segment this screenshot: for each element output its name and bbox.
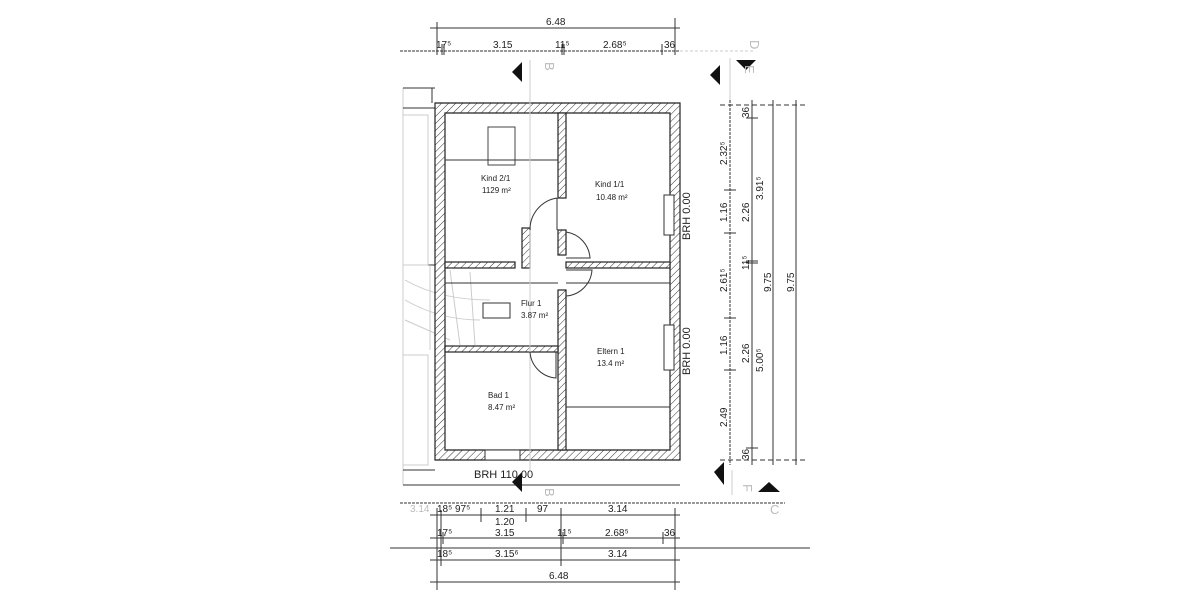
dim-bottom-overall: 6.48 — [549, 571, 569, 582]
brh-label-upper: BRH 0.00 — [681, 192, 693, 240]
dim-bottom-r2-1: 17⁵ — [437, 528, 452, 539]
room-name-flur: Flur 1 — [521, 299, 542, 308]
dim-right-c1-5: 2.49 — [719, 407, 730, 427]
section-label-e: E — [742, 65, 757, 74]
dim-right-c1-3: 2.61⁵ — [719, 268, 730, 292]
dim-right-c2-2: 3.91⁵ — [755, 176, 766, 200]
right-dimension-chain: 2.32⁵ 1.16 2.61⁵ 1.16 2.49 36 3.91⁵ 2.26… — [719, 100, 805, 465]
dim-right-c1-4: 1.16 — [719, 335, 730, 355]
dim-top-4: 2.68⁵ — [603, 40, 627, 51]
dim-bottom-r3-1: 18⁵ — [437, 549, 452, 560]
brh-label-lower: BRH 0.00 — [681, 327, 693, 375]
dim-top-2: 3.15 — [493, 40, 513, 51]
room-name-kind1: Kind 1/1 — [595, 180, 625, 189]
dim-right-c3: 9.75 — [763, 272, 774, 292]
dim-bottom-r2-3: 11⁵ — [557, 528, 572, 539]
room-name-eltern: Eltern 1 — [597, 347, 625, 356]
doors — [529, 197, 593, 379]
dim-right-c2-1: 36 — [741, 106, 752, 118]
dim-right-c4: 9.75 — [786, 272, 797, 292]
room-area-eltern: 13.4 m² — [597, 359, 624, 368]
room-area-kind1: 10.48 m² — [596, 193, 628, 202]
dim-bottom-r1-faint: 3.14 — [410, 504, 430, 515]
dim-bottom-r1-2: 97⁵ — [455, 504, 470, 515]
dim-bottom-r1-3: 1.21 — [495, 504, 515, 515]
dim-bottom-r3-2: 3.15⁶ — [495, 549, 519, 560]
axis-label-c: C — [770, 502, 779, 517]
section-label-b-top: B — [542, 62, 557, 71]
section-arrow-b-top — [512, 62, 522, 82]
dim-top-3: 11⁵ — [555, 40, 570, 51]
section-label-f: F — [740, 484, 755, 492]
dim-right-c1-1: 2.32⁵ — [719, 141, 730, 165]
dim-top-1: 17⁵ — [436, 40, 451, 51]
dim-top-overall: 6.48 — [546, 17, 566, 28]
dim-right-c2-3: 2.26 — [741, 202, 752, 222]
section-label-b-bottom: B — [542, 488, 557, 497]
dim-bottom-r3-3: 3.14 — [608, 549, 628, 560]
room-area-flur: 3.87 m² — [521, 311, 548, 320]
dim-top-5: 36 — [664, 40, 676, 51]
room-name-kind2: Kind 2/1 — [481, 174, 511, 183]
room-labels: Kind 2/1 1129 m² Kind 1/1 10.48 m² Flur … — [481, 174, 628, 412]
section-arrow-f-left — [714, 462, 724, 485]
dim-right-c1-2: 1.16 — [719, 202, 730, 222]
adjacent-stair-area — [402, 87, 680, 486]
dim-right-c2-4: 11⁵ — [741, 255, 752, 270]
section-arrow-b-bottom — [512, 472, 522, 492]
room-name-bad: Bad 1 — [488, 391, 509, 400]
dim-bottom-r2-sub: 1.20 — [495, 517, 515, 528]
dim-right-c2-6: 5.00⁵ — [755, 348, 766, 372]
bottom-dimension-chain: 3.14 18⁵ 97⁵ 1.21 97 3.14 1.20 17⁵ 3.15 … — [390, 502, 810, 590]
dim-right-c2-7: 36 — [741, 448, 752, 460]
dim-bottom-r1-1: 18⁵ — [437, 504, 452, 515]
brh-label-bottom: BRH 110.00 — [474, 469, 533, 481]
dim-right-c2-5: 2.26 — [741, 343, 752, 363]
section-markers: B E D B F C — [512, 40, 780, 517]
section-arrow-e-left — [710, 65, 720, 85]
dim-bottom-r1-5: 3.14 — [608, 504, 628, 515]
top-dimension-chain: 6.48 17⁵ 3.15 11⁵ 2.68⁵ 36 — [400, 17, 755, 55]
dim-bottom-r2-4: 2.68⁵ — [605, 528, 629, 539]
room-area-bad: 8.47 m² — [488, 403, 515, 412]
section-arrow-e-down — [736, 60, 756, 70]
axis-label-d: D — [747, 40, 762, 49]
dim-bottom-r2-5: 36 — [664, 528, 676, 539]
dim-bottom-r2-2: 3.15 — [495, 528, 515, 539]
room-area-kind2: 1129 m² — [482, 186, 511, 195]
dim-bottom-r1-4: 97 — [537, 504, 549, 515]
walls — [434, 95, 681, 470]
section-arrow-f-up — [758, 482, 780, 492]
